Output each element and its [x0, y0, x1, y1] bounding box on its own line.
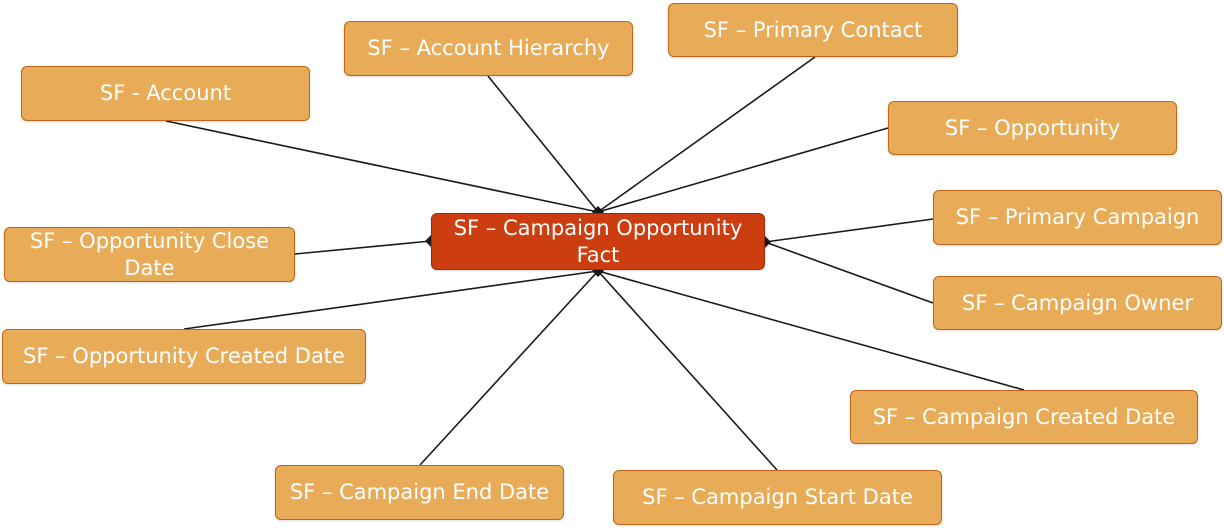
- node-sf-campaign-start-date[interactable]: SF – Campaign Start Date: [613, 470, 942, 525]
- node-sf-primary-contact[interactable]: SF – Primary Contact: [668, 3, 958, 57]
- node-sf-opportunity[interactable]: SF – Opportunity: [888, 101, 1177, 155]
- node-label: SF – Primary Contact: [703, 17, 923, 42]
- connector-pcamp: [764, 218, 934, 243]
- connector-ccreated: [597, 270, 1025, 391]
- node-sf-campaign-created-date[interactable]: SF – Campaign Created Date: [850, 390, 1198, 444]
- connector-contact: [597, 56, 816, 213]
- node-label: SF – Campaign End Date: [289, 480, 550, 504]
- node-label: SF – Primary Campaign: [955, 205, 1200, 229]
- fact-label: SF – Campaign Opportunity Fact: [453, 215, 743, 267]
- connector-hierarchy: [487, 75, 599, 213]
- node-sf-opportunity-created-date[interactable]: SF – Opportunity Created Date: [2, 329, 366, 384]
- connector-owner: [764, 241, 934, 304]
- node-label: SF - Account: [99, 81, 232, 105]
- connector-close: [294, 240, 432, 255]
- node-label: SF – Campaign Created Date: [872, 404, 1176, 429]
- node-label: SF – Opportunity Created Date: [23, 344, 345, 368]
- node-label: SF – Account Hierarchy: [367, 36, 610, 60]
- connector-opp: [597, 127, 889, 213]
- node-sf-campaign-end-date[interactable]: SF – Campaign End Date: [275, 465, 564, 520]
- connector-start: [597, 270, 778, 471]
- node-sf-campaign-opportunity-fact[interactable]: SF – Campaign Opportunity Fact: [431, 213, 765, 270]
- connector-account: [165, 120, 599, 213]
- node-sf-primary-campaign[interactable]: SF – Primary Campaign: [933, 190, 1222, 245]
- node-sf-opportunity-close-date[interactable]: SF – Opportunity Close Date: [4, 227, 295, 282]
- connector-ocreated: [183, 270, 599, 330]
- node-label: SF – Campaign Start Date: [642, 485, 913, 509]
- node-sf-account-hierarchy[interactable]: SF – Account Hierarchy: [344, 21, 633, 76]
- connector-end: [419, 270, 599, 466]
- node-label: SF – Campaign Owner: [961, 290, 1194, 315]
- node-label: SF – Opportunity Close Date: [29, 228, 270, 280]
- node-sf-account[interactable]: SF - Account: [21, 66, 310, 121]
- node-label: SF – Opportunity: [944, 115, 1121, 140]
- node-sf-campaign-owner[interactable]: SF – Campaign Owner: [933, 276, 1222, 330]
